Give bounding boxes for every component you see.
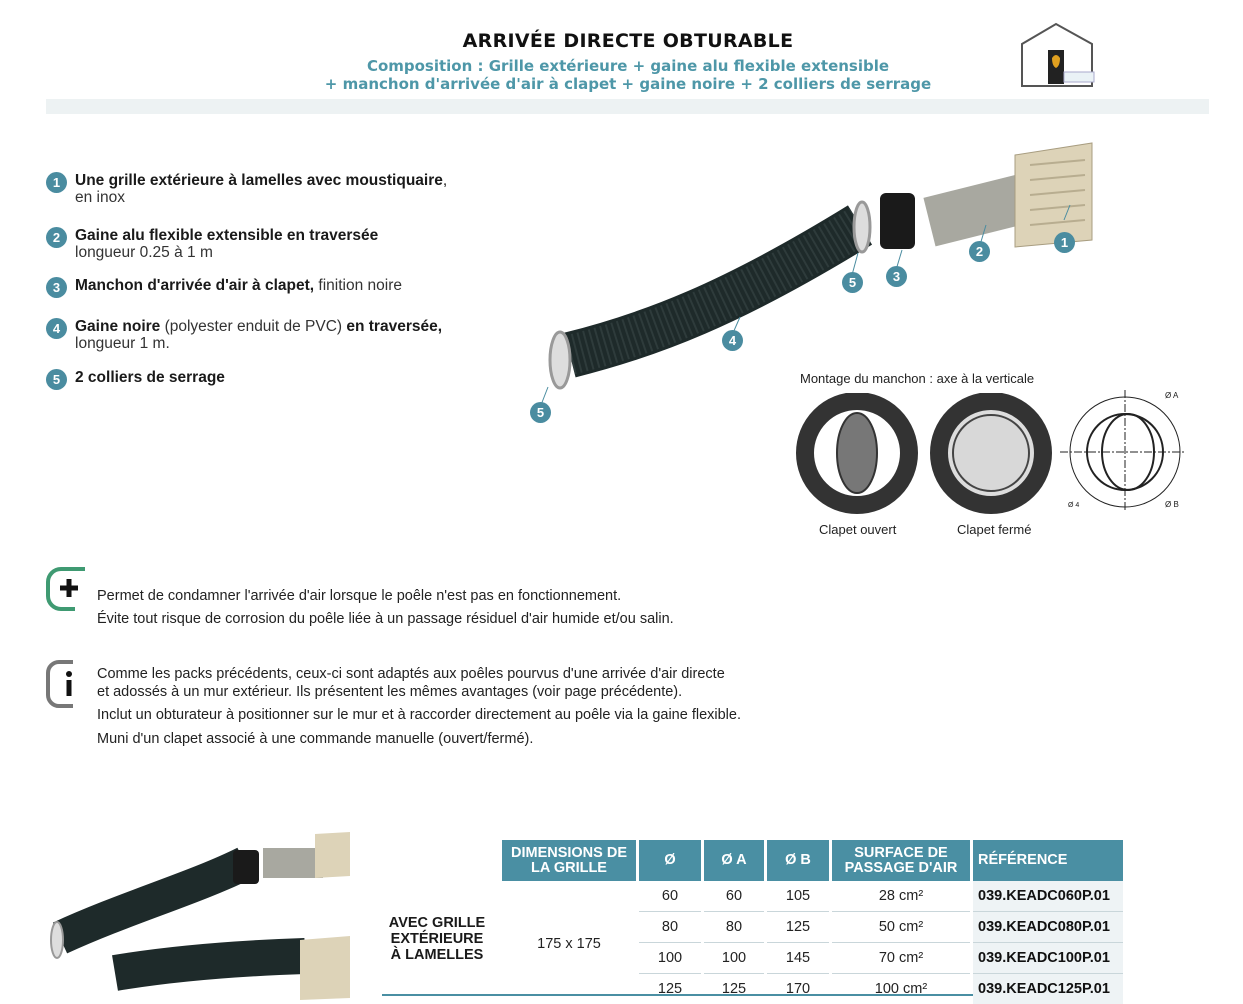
valve-open-label: Clapet ouvert [819,522,897,537]
item-suffix: , [442,172,448,189]
info-note-line-1: Comme les packs précédents, ceux-ci sont… [97,666,725,682]
cell-reference: 039.KEADC100P.01 [973,943,1123,974]
info-note-line-4: Muni d'un clapet associé à une commande … [97,731,534,747]
info-note-line-2: et adossés à un mur extérieur. Ils prése… [97,684,683,700]
callout-4: 4 [722,330,743,351]
valve-closed-label: Clapet fermé [957,522,1032,537]
item-title: Manchon d'arrivée d'air à clapet, [75,277,315,294]
component-item-2: 2 Gaine alu flexible extensible en trave… [46,227,378,261]
header-divider-band [46,99,1209,114]
number-badge: 3 [46,277,67,298]
callout-5-collar: 5 [530,402,551,423]
cell-diameter: 80 [639,912,701,943]
callout-2: 2 [969,241,990,262]
valve-technical-drawing [1060,390,1185,512]
component-item-1: 1 Une grille extérieure à lamelles avec … [46,172,447,206]
product-table: DIMENSIONS DE LA GRILLE Ø Ø A Ø B SURFAC… [499,840,1126,1004]
table-header-row: DIMENSIONS DE LA GRILLE Ø Ø A Ø B SURFAC… [502,840,1123,881]
item-detail-2: longueur 1 m. [75,335,170,352]
plus-icon [46,567,85,611]
callout-1: 1 [1054,232,1075,253]
number-badge: 2 [46,227,67,248]
col-header-diameter-b: Ø B [767,840,829,881]
house-stove-icon [1021,22,1095,87]
table-row: 125 125 170 100 cm² 039.KEADC125P.01 [502,974,1123,1004]
row-label-line: AVEC GRILLE [388,915,486,931]
callout-5: 5 [842,272,863,293]
number-badge: 1 [46,172,67,193]
cell-diameter-a: 60 [704,881,764,912]
cell-surface: 100 cm² [874,981,928,997]
cell-diameter: 60 [639,881,701,912]
grid-dims-cell: 175 x 175 [537,936,601,952]
table-row: 100 100 145 70 cm² 039.KEADC100P.01 [502,943,1123,974]
item-title-2: en traversée, [346,318,443,335]
component-item-4: 4 Gaine noire (polyester enduit de PVC) … [46,318,442,352]
plus-note-line-1: Permet de condamner l'arrivée d'air lors… [97,588,622,604]
number-badge: 4 [46,318,67,339]
cell-surface: 50 cm² [832,912,970,943]
cell-reference: 039.KEADC125P.01 [973,974,1123,1004]
plus-note-line-2: Évite tout risque de corrosion du poêle … [97,611,674,627]
cell-diameter-a: 80 [704,912,764,943]
product-exploded-illustration [540,142,1093,406]
cell-diameter: 100 [639,943,701,974]
dim-4-label: Ø 4 [1068,502,1080,509]
page-title: ARRIVÉE DIRECTE OBTURABLE [462,30,794,52]
info-icon [46,660,73,708]
cell-diameter-b: 105 [767,881,829,912]
cell-surface: 28 cm² [832,881,970,912]
cell-diameter-a: 125 [721,981,747,997]
col-header-grid-dims: DIMENSIONS DE LA GRILLE [502,840,636,881]
cell-diameter-b: 145 [767,943,829,974]
item-title: Gaine noire [75,318,161,335]
col-header-diameter: Ø [639,840,701,881]
cell-diameter: 125 [657,981,683,997]
col-header-diameter-a: Ø A [704,840,764,881]
dim-a-label: Ø A [1165,391,1179,400]
item-detail: longueur 0.25 à 1 m [75,244,213,261]
subtitle-line-2: + manchon d'arrivée d'air à clapet + gai… [324,75,932,93]
component-item-5: 5 2 colliers de serrage [46,369,225,390]
cell-diameter-b: 125 [767,912,829,943]
cell-reference: 039.KEADC060P.01 [973,881,1123,912]
table-row: 80 80 125 50 cm² 039.KEADC080P.01 [502,912,1123,943]
col-header-reference: RÉFÉRENCE [973,840,1123,881]
mounting-title: Montage du manchon : axe à la verticale [800,371,1035,386]
callout-3: 3 [886,266,907,287]
item-title: Une grille extérieure à lamelles avec mo… [75,172,443,189]
item-detail: finition noire [314,277,402,294]
cell-diameter-a: 100 [704,943,764,974]
cell-diameter-b: 170 [785,981,811,997]
component-item-3: 3 Manchon d'arrivée d'air à clapet, fini… [46,277,402,298]
table-row: 175 x 175 60 60 105 28 cm² 039.KEADC060P… [502,881,1123,952]
info-note-line-3: Inclut un obturateur à positionner sur l… [97,707,741,723]
number-badge: 5 [46,369,67,390]
row-label-line: À LAMELLES [390,947,484,963]
col-header-air-surface: SURFACE DE PASSAGE D'AIR [832,840,970,881]
item-title: Gaine alu flexible extensible en travers… [75,227,379,244]
product-photo [50,832,350,1000]
item-detail: en inox [75,189,125,206]
row-group-label: AVEC GRILLE EXTÉRIEURE À LAMELLES [382,915,492,963]
cell-surface: 70 cm² [832,943,970,974]
table-bottom-rule [382,994,1116,996]
dim-b-label: Ø B [1165,500,1179,509]
valve-photos [796,393,1052,514]
subtitle-line-1: Composition : Grille extérieure + gaine … [366,57,890,75]
row-label-line: EXTÉRIEURE [390,931,484,947]
item-detail: (polyester enduit de PVC) [160,318,347,335]
cell-reference: 039.KEADC080P.01 [973,912,1123,943]
item-title: 2 colliers de serrage [75,369,225,386]
